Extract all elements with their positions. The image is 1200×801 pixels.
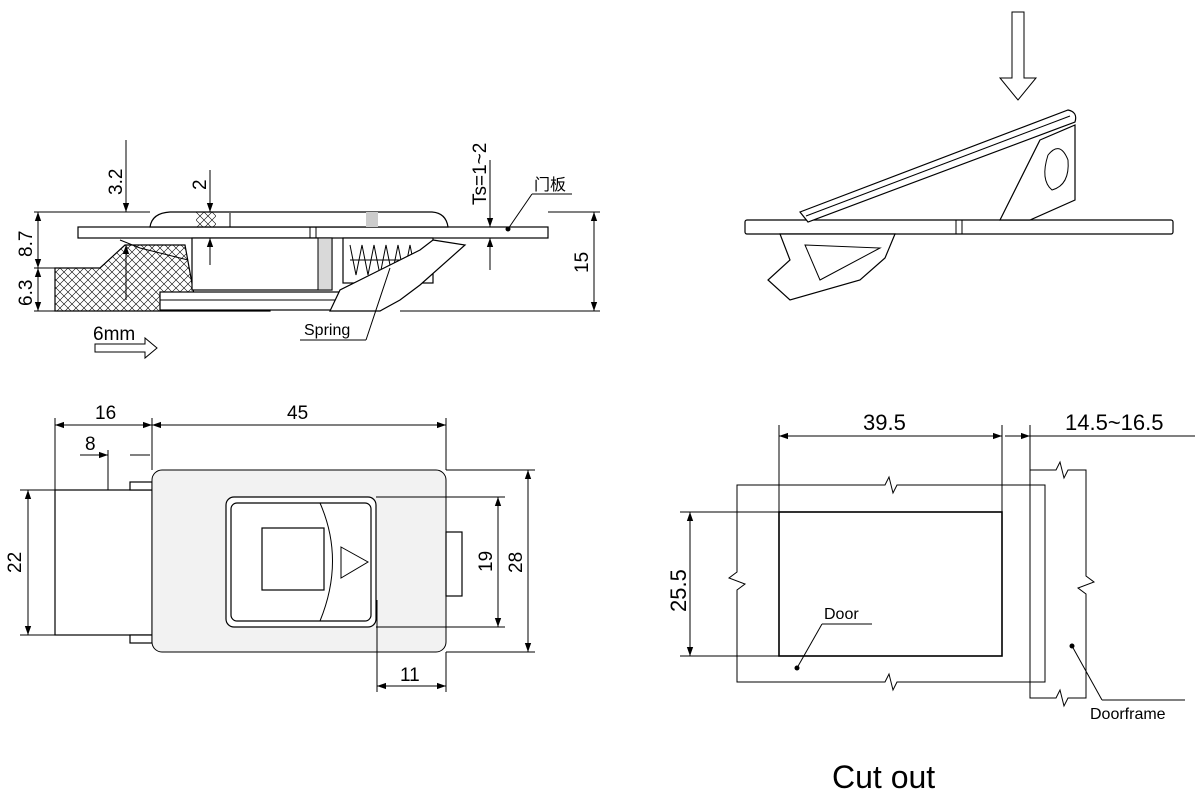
dim-14-5: 14.5~16.5 [1065,410,1163,435]
triangle-arrow-icon [340,546,370,579]
dim-2: 2 [190,179,211,190]
doorframe-outline [1029,460,1096,708]
label-door: Door [824,606,859,623]
press-arrow-icon [998,11,1038,101]
dim-45: 45 [287,403,308,424]
label-travel: 6mm [93,324,135,345]
dim-39-5: 39.5 [863,410,906,435]
side-section-view: 3.2 2 8.7 6.3 Ts=1~2 15 门板 Spring 6mm [16,140,600,360]
dim-ts: Ts=1~2 [470,143,491,205]
dim-22: 22 [5,552,26,573]
front-view: 16 45 8 22 19 28 11 [5,403,535,692]
cutout-opening [778,511,1003,657]
cutout-view: 39.5 14.5~16.5 25.5 Door Doorframe Cut o… [666,410,1195,795]
dim-11: 11 [400,665,420,686]
dim-8-7: 8.7 [16,231,37,257]
dim-16: 16 [95,403,116,424]
latch-cap [149,211,449,228]
label-doorframe: Doorframe [1090,706,1166,723]
travel-arrow-icon [94,336,158,360]
dim-3-2: 3.2 [106,169,127,195]
door-plate [77,226,549,239]
label-door-panel: 门板 [534,176,566,194]
dim-28: 28 [506,552,527,573]
iso-view [744,11,1174,301]
front-button [261,527,325,591]
latch-body [191,237,333,291]
dim-8: 8 [85,434,96,455]
dim-25-5: 25.5 [666,569,691,612]
dim-19: 19 [476,551,497,572]
dim-15: 15 [572,252,593,273]
dim-6-3: 6.3 [16,280,37,306]
front-side-block [54,489,153,636]
iso-plate [744,219,1174,235]
label-spring: Spring [304,322,350,339]
door-outline [727,475,1046,692]
cutout-caption: Cut out [832,759,935,795]
